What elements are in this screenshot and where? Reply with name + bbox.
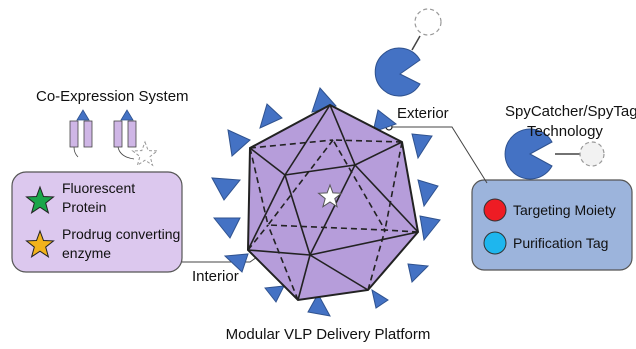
coexp-bar-1b-icon: [83, 120, 93, 148]
spike-upper-right: [411, 133, 433, 160]
capsid-edge: [354, 164, 419, 233]
coexp-tail-1-icon: [73, 146, 79, 158]
spike-top-right: [372, 109, 398, 133]
prodrug-enzyme-label-line2: enzyme: [62, 245, 112, 261]
capsid-hidden-edge: [384, 229, 419, 233]
interior-cargo-box: [11, 171, 183, 273]
spike-lower-left: [223, 253, 249, 273]
capsid-hidden-edge: [249, 147, 269, 226]
interior-cargo-star-icon: [317, 183, 343, 208]
fluorescent-protein-label-line1: Fluorescent: [62, 180, 136, 196]
exterior-label: Exterior: [397, 105, 449, 122]
surface-spikes: [211, 87, 441, 317]
coexp-cap-2-icon: [120, 109, 134, 121]
spike-right-1: [417, 179, 439, 208]
coexp-bar-1a-icon: [69, 120, 79, 148]
capsid-edge: [309, 254, 369, 291]
capsid-edge: [354, 141, 403, 166]
capsid-edge: [249, 147, 286, 176]
spike-bottom-right: [371, 288, 389, 309]
prodrug-enzyme-star-icon: [25, 229, 55, 258]
platform-title: Modular VLP Delivery Platform: [225, 326, 431, 343]
interior-label: Interior: [192, 268, 239, 285]
spike-bottom: [307, 292, 331, 317]
exterior-connector-line: [389, 126, 488, 184]
targeting-moiety-circle-icon: [483, 198, 507, 222]
spytag-linker-line: [411, 35, 421, 51]
coexp-tail-2-icon: [117, 146, 135, 160]
purification-tag-circle-icon: [483, 231, 507, 255]
coexp-bar-2b-icon: [127, 120, 137, 148]
capsid-hidden-edge: [332, 139, 403, 143]
capsid-facets: [247, 104, 419, 301]
prodrug-enzyme-label-line1: Prodrug converting: [62, 226, 181, 242]
spycatcher-label-line2: Technology: [527, 123, 603, 140]
capsid-hidden-edge: [384, 141, 403, 231]
capsid-hidden-edge: [267, 224, 299, 301]
fluorescent-protein-star-icon: [25, 185, 55, 214]
co-expression-icon-group: [69, 109, 159, 167]
spycatcher-attached: [374, 8, 442, 97]
capsid-hidden-edges: [247, 138, 419, 301]
capsid-edge: [329, 104, 356, 166]
spike-bottom-left: [264, 285, 285, 303]
capsid-hidden-edge: [247, 224, 269, 251]
spycatcher-pacman-attached-icon: [374, 47, 421, 97]
coexp-dashed-star-icon: [131, 140, 159, 167]
spike-right-2: [419, 215, 441, 242]
spike-left-2: [212, 217, 241, 239]
capsid-edge: [284, 104, 331, 176]
spytag-dashed-circle-icon: [579, 141, 605, 167]
capsid-hidden-edge: [249, 139, 334, 149]
fluorescent-protein-label-line2: Protein: [62, 199, 107, 215]
capsid-edge: [247, 174, 286, 251]
capsid-inner-triangle-solid: [283, 163, 357, 258]
spycatcher-label-line1: SpyCatcher/SpyTag: [505, 103, 636, 120]
coexp-cap-1-icon: [76, 109, 90, 121]
coexp-bar-2a-icon: [113, 120, 123, 148]
capsid-edge: [297, 254, 311, 301]
capsid-hidden-edge: [367, 229, 386, 291]
spike-upper-left: [227, 129, 251, 157]
vlp-capsid: [246, 103, 420, 302]
spycatcher-technology-icon-group: [504, 128, 605, 180]
exterior-modification-box: [471, 179, 633, 271]
co-expression-label: Co-Expression System: [36, 88, 189, 105]
spytag-cargo-dashed-circle-icon: [414, 8, 442, 36]
capsid-inner-triangle-dashed: [266, 138, 387, 231]
targeting-moiety-label: Targeting Moiety: [513, 202, 616, 218]
spycatcher-pacman-icon: [504, 128, 553, 180]
purification-tag-label: Purification Tag: [513, 235, 609, 251]
spike-top-left: [259, 103, 283, 129]
spike-lower-right: [407, 263, 430, 283]
spike-left-1: [211, 177, 241, 201]
capsid-edge: [309, 231, 419, 256]
